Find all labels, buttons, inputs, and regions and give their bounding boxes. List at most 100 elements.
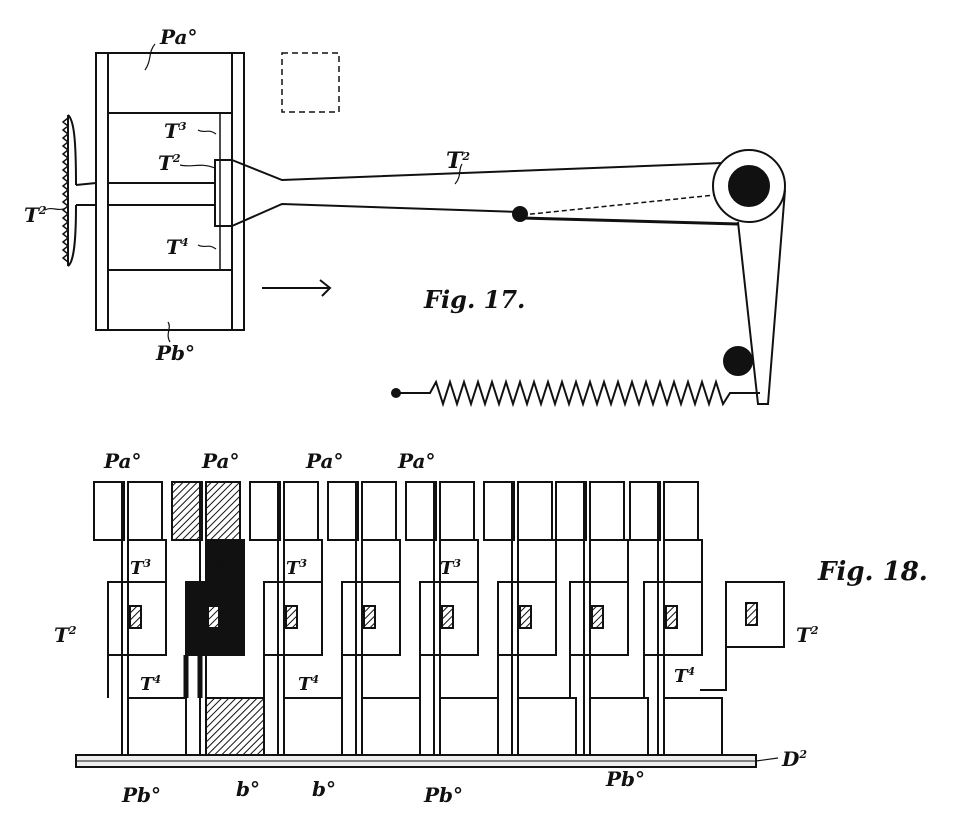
fig18-window-6 — [519, 605, 532, 629]
fig18-label-pa-4: Pa° — [397, 449, 435, 473]
fig17-pivot-pin — [512, 206, 528, 222]
fig18-t4-tab-4 — [341, 655, 357, 698]
fig18-upper-block-right-8 — [663, 481, 699, 541]
fig18-label-pb-1: Pb° — [121, 783, 161, 807]
fig18-upper-block-left-5 — [405, 481, 437, 541]
fig18-t4-tab-6 — [497, 655, 513, 698]
fig17-link-rod — [521, 216, 739, 226]
fig18-label-t3-4: T3 — [440, 557, 461, 579]
fig18-t4-tab-7 — [569, 655, 585, 698]
fig18-lower-block-8 — [663, 697, 723, 757]
fig17-label-t2-center: T2 — [158, 151, 181, 175]
fig17-leader-t4 — [197, 244, 217, 250]
fig18-window-4 — [363, 605, 376, 629]
fig18-t3-arm-8 — [664, 539, 703, 583]
fig18-t4-tab-5 — [419, 655, 435, 698]
fig18-t4-tab-3 — [263, 655, 279, 698]
fig18-label-t2-left: T2 — [54, 623, 77, 647]
fig17-toothed-piece — [67, 114, 97, 267]
fig18-window-8 — [665, 605, 678, 629]
fig18-t2-plate-7 — [569, 581, 629, 656]
fig17-leader-t3 — [197, 129, 217, 135]
fig18-t4-tab-8 — [643, 655, 659, 698]
fig18-t2-plate-1 — [107, 581, 167, 656]
fig18-window-7 — [591, 605, 604, 629]
fig18-t3-arm-7 — [590, 539, 629, 583]
fig17-spring — [398, 378, 760, 408]
fig18-upper-block-right-3 — [283, 481, 319, 541]
fig17-label-pb: Pb° — [155, 341, 195, 365]
fig18-upper-block-left-7 — [555, 481, 587, 541]
fig18-lower-block-5 — [439, 697, 499, 757]
figure-17 — [44, 43, 786, 408]
fig18-lower-block-1 — [127, 697, 187, 757]
fig18-upper-block-left-6 — [483, 481, 515, 541]
fig18-upper-block-right-7 — [589, 481, 625, 541]
fig18-t2-plate-8 — [643, 581, 703, 656]
fig17-dashed-link — [521, 194, 716, 216]
fig18-t4-tab-1 — [107, 655, 123, 698]
fig18-caption: Fig. 18. — [817, 557, 928, 587]
fig18-t2-plate-5 — [419, 581, 479, 656]
fig17-caption: Fig. 17. — [423, 285, 525, 314]
fig18-label-pa-3: Pa° — [305, 449, 343, 473]
fig18-upper-block-left-3 — [249, 481, 281, 541]
fig17-leader-pb — [167, 321, 171, 343]
fig17-label-pa: Pa° — [159, 25, 197, 49]
fig18-label-pb-3: Pb° — [605, 767, 645, 791]
fig18-leader-d2 — [755, 757, 779, 762]
fig18-upper-block-left-4 — [327, 481, 359, 541]
fig18-upper-block-right-1 — [127, 481, 163, 541]
fig18-window-3 — [285, 605, 298, 629]
fig18-label-t2-right: T2 — [796, 623, 819, 647]
fig18-label-b-2: b° — [312, 777, 336, 801]
fig18-label-t3-2: T3 — [206, 557, 227, 579]
fig18-window-2 — [207, 605, 220, 629]
fig18-lower-block-2 — [205, 697, 265, 757]
fig17-spring-anchor — [391, 388, 401, 398]
fig17-teeth — [61, 117, 70, 263]
fig18-label-t4-3: T4 — [674, 665, 695, 687]
fig18-lower-block-3 — [283, 697, 343, 757]
fig18-label-d2: D2 — [781, 747, 807, 771]
fig18-label-pa-2: Pa° — [201, 449, 239, 473]
fig18-lower-block-7 — [589, 697, 649, 757]
fig17-outer-frame — [95, 52, 245, 331]
fig17-label-t4: T4 — [166, 235, 189, 259]
fig18-t2-plate-3 — [263, 581, 323, 656]
fig18-label-t4-1: T4 — [140, 673, 161, 695]
fig18-upper-block-right-4 — [361, 481, 397, 541]
fig17-crank-arm — [737, 189, 786, 405]
fig18-upper-block-right-5 — [439, 481, 475, 541]
fig17-lever-bottom-edge — [231, 202, 521, 227]
fig17-leader-t2-center — [179, 164, 216, 169]
fig17-t2-plate — [214, 159, 233, 227]
fig17-leader-t2-left — [44, 207, 67, 211]
fig18-label-t3-3: T3 — [286, 557, 307, 579]
fig18-window-1 — [129, 605, 142, 629]
fig18-label-pa-1: Pa° — [103, 449, 141, 473]
fig18-t3-arm-6 — [518, 539, 557, 583]
fig18-upper-block-left-1 — [93, 481, 125, 541]
figure-18 — [93, 481, 785, 757]
fig17-hub-axle — [728, 165, 770, 207]
fig18-t2-plate-6 — [497, 581, 557, 656]
fig17-lever-top-edge — [231, 159, 723, 182]
fig17-label-t3: T3 — [164, 119, 187, 143]
fig18-lower-block-6 — [517, 697, 577, 757]
fig18-label-pb-2: Pb° — [423, 783, 463, 807]
fig18-lower-block-4 — [361, 697, 421, 757]
fig17-label-t2-left: T2 — [24, 203, 47, 227]
fig18-upper-block-left-8 — [629, 481, 661, 541]
fig18-window-5 — [441, 605, 454, 629]
fig17-stop-pin — [723, 346, 753, 376]
fig17-direction-arrow — [262, 279, 332, 297]
fig17-leader-pa — [144, 43, 156, 71]
fig18-t3-arm-4 — [362, 539, 401, 583]
fig18-upper-block-left-2 — [171, 481, 203, 541]
fig18-label-t4-2: T4 — [298, 673, 319, 695]
fig17-label-t2-lever: T2 — [446, 148, 470, 174]
fig18-t2-plate-4 — [341, 581, 401, 656]
